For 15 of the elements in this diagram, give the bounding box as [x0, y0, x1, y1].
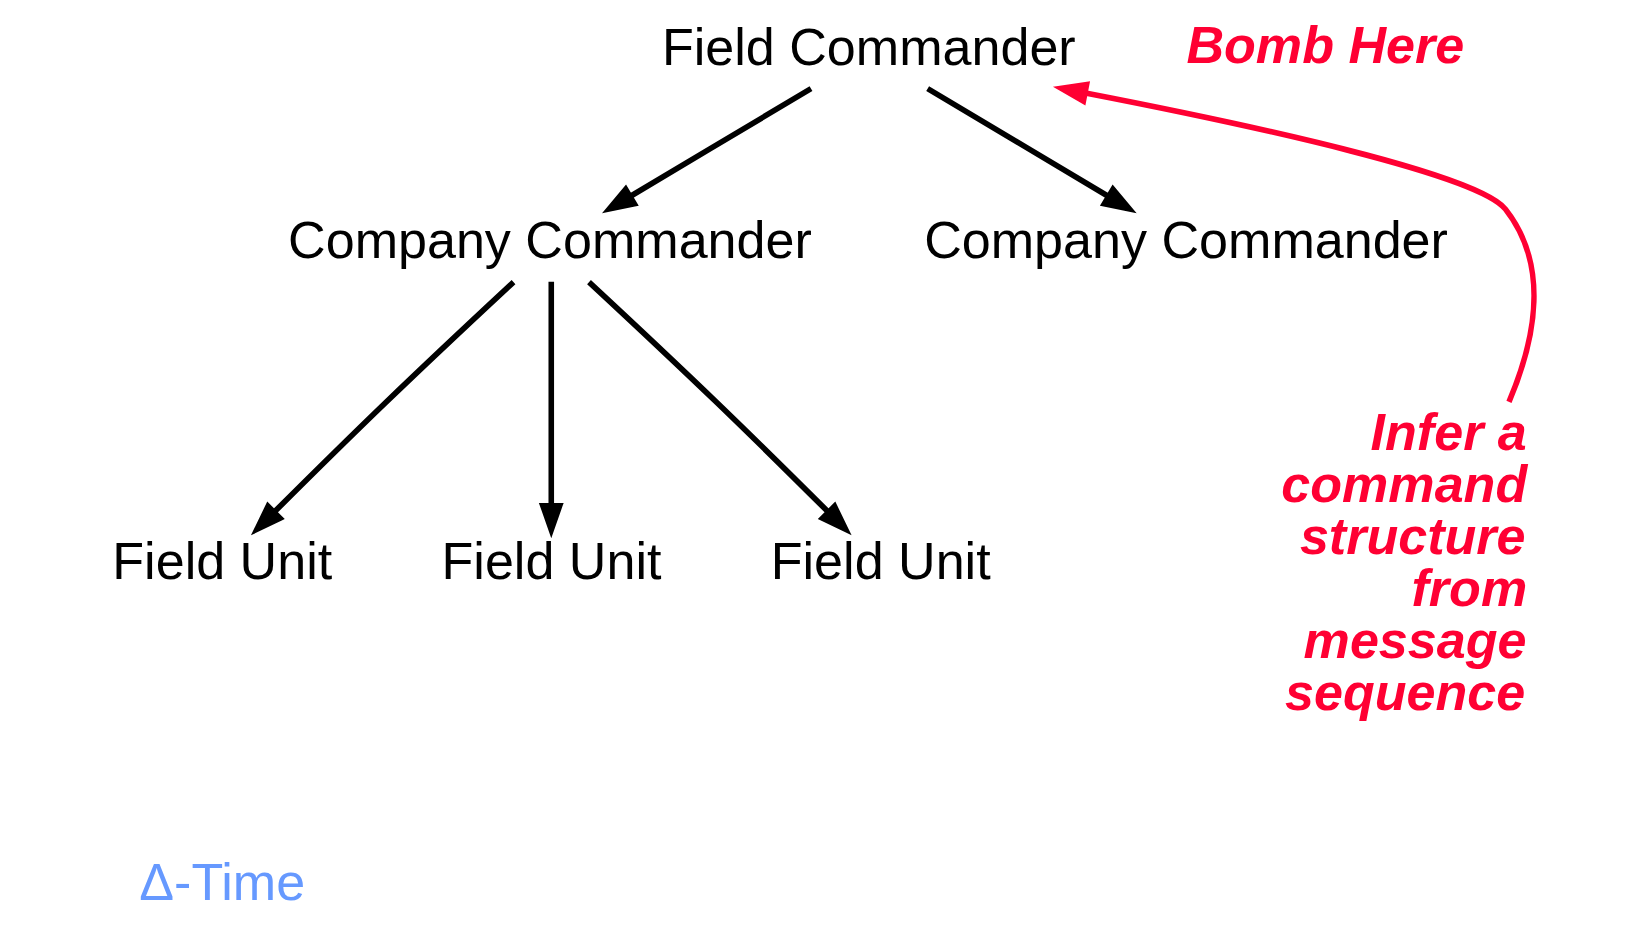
node-text: Field Unit — [770, 532, 991, 591]
arrow — [926, 86, 1137, 214]
node-text: Field Unit — [112, 532, 333, 591]
arrow — [538, 281, 564, 539]
arrow — [250, 280, 516, 536]
node-text: Company Commander — [288, 211, 812, 270]
arrow — [1052, 81, 1537, 403]
node-text: Field Commander — [661, 17, 1076, 76]
node-text: Field Unit — [441, 532, 662, 591]
label: Bomb Here — [1186, 15, 1465, 74]
node-text: Infer a command structure from message sequence — [1281, 402, 1528, 722]
label: Δ-Time — [139, 852, 306, 911]
node-text: Company Commander — [924, 211, 1448, 270]
arrow — [587, 280, 852, 536]
arrow — [602, 86, 813, 214]
